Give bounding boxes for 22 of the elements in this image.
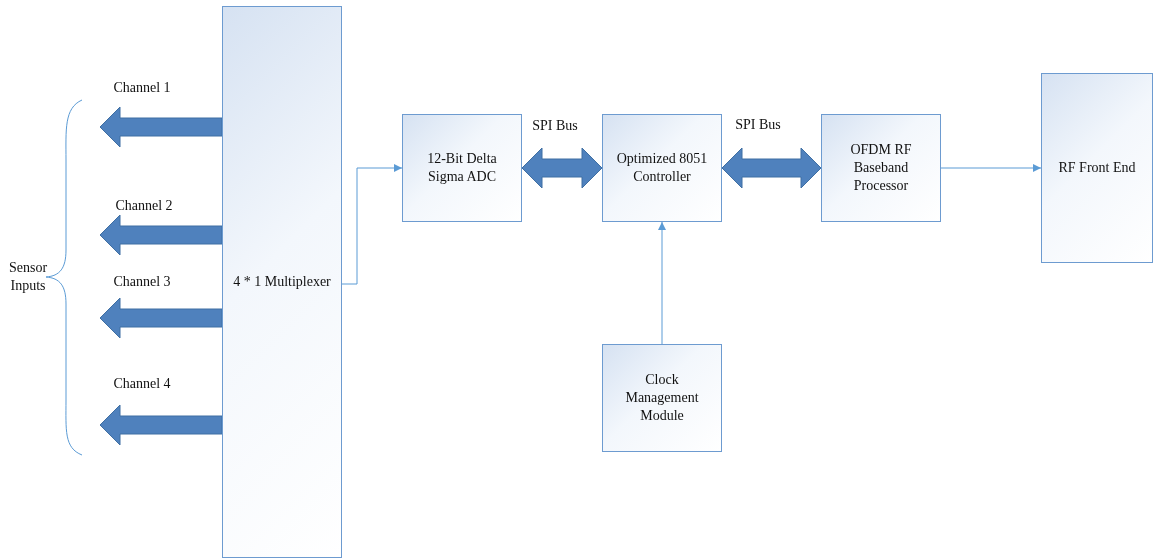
- node-label: Clock Management Module: [624, 370, 700, 426]
- double-block-arrow: [721, 147, 822, 189]
- process-box: [1041, 73, 1153, 263]
- block-arrow: [99, 106, 223, 148]
- arrow: [341, 164, 403, 285]
- process-box: [402, 114, 522, 222]
- block-arrow: [99, 404, 223, 446]
- node-label: Optimized 8051 Controller: [615, 149, 709, 186]
- block-arrow: [99, 214, 223, 256]
- process-box: [602, 344, 722, 452]
- arrow: [658, 221, 666, 345]
- group-label: Sensor Inputs: [7, 258, 49, 295]
- block-arrow: [99, 297, 223, 339]
- arrow: [940, 164, 1042, 172]
- multiplexer-box: [222, 6, 342, 558]
- node-label: OFDM RF Baseband Processor: [849, 140, 913, 196]
- node-label: 4 * 1 Multiplexer: [233, 272, 331, 291]
- process-box: [602, 114, 722, 222]
- node-label: 12-Bit Delta Sigma ADC: [426, 149, 498, 186]
- process-box: [821, 114, 941, 222]
- node-label: RF Front End: [1058, 158, 1136, 177]
- double-block-arrow: [521, 147, 603, 189]
